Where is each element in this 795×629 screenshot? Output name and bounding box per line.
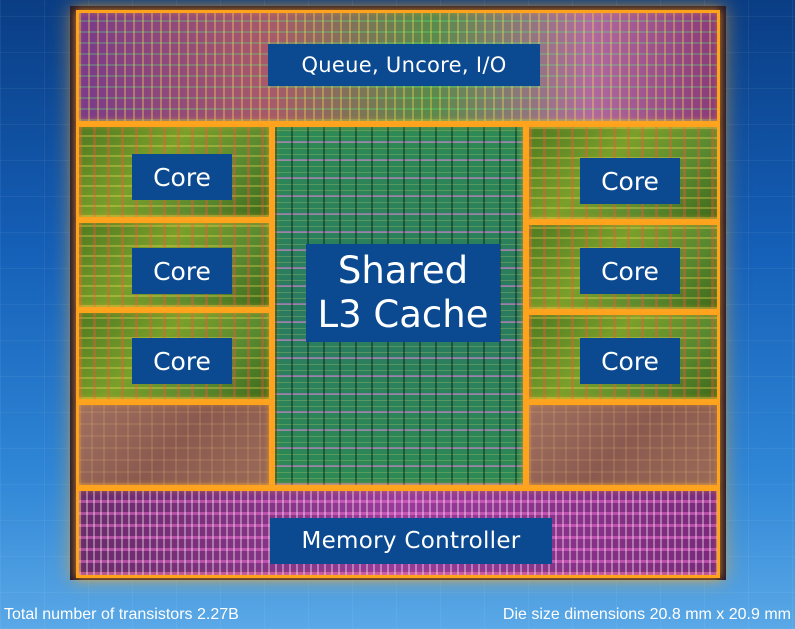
die-size: Die size dimensions 20.8 mm x 20.9 mm xyxy=(502,606,791,623)
uncore-label: Queue, Uncore, I/O xyxy=(268,44,540,86)
transistor-count: Total number of transistors 2.27B xyxy=(4,606,239,623)
core-label-left-3: Core xyxy=(132,338,232,384)
memory-controller-label: Memory Controller xyxy=(270,518,552,564)
uncore-region xyxy=(76,10,720,124)
core-label-right-1: Core xyxy=(580,158,680,204)
core-label-left-1: Core xyxy=(132,154,232,200)
core-label-right-2: Core xyxy=(580,248,680,294)
blank-region-right xyxy=(526,402,720,488)
l3-cache-label-line1: Shared xyxy=(337,249,469,292)
blank-region-left xyxy=(76,402,272,488)
l3-cache-label-line2: L3 Cache xyxy=(317,293,489,336)
core-label-right-3: Core xyxy=(580,338,680,384)
l3-cache-label: Shared L3 Cache xyxy=(306,244,500,342)
core-label-left-2: Core xyxy=(132,248,232,294)
